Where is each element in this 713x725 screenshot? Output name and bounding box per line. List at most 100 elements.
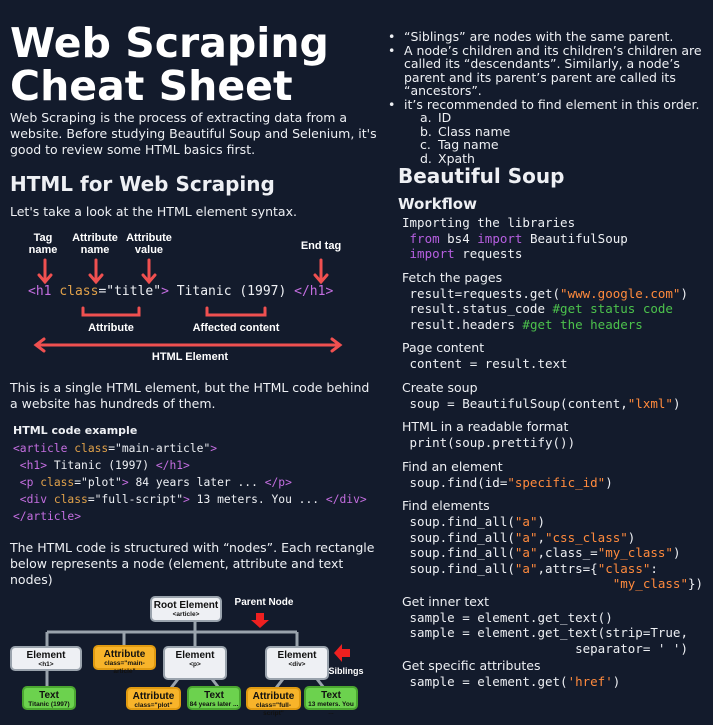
code-example-title: HTML code example [13, 424, 138, 437]
code-token: <h1> [13, 459, 48, 472]
code-token: soup.find_all( [402, 545, 515, 560]
code-token: soup = BeautifulSoup(content, [402, 395, 628, 411]
code-token: </div> [325, 493, 367, 506]
code-token: print(soup.prettify()) [402, 435, 576, 450]
code-token: sample = element.get( [402, 674, 568, 689]
code-token: result=requests.get( [402, 285, 561, 301]
code-token: <div [13, 493, 54, 506]
syntax-code: <h1 class="title"> Titanic (1997) </h1> [28, 284, 333, 299]
workflow-section: Get specific attributes sample = element… [402, 658, 713, 690]
code-token: </h1> [155, 459, 190, 472]
note-item: it’s recommended to find element in this… [386, 97, 706, 166]
workflow-section: Page content content = result.text [402, 340, 713, 372]
code-token: class [40, 476, 75, 489]
workflow-section: Get inner text sample = element.get_text… [402, 594, 713, 657]
code-token: 'href' [567, 674, 613, 689]
code-token: "class" [597, 560, 651, 576]
order-marker: a. [420, 110, 432, 125]
code-token: BeautifulSoup [529, 230, 628, 246]
code-token: </article> [13, 510, 82, 523]
code-token: ) [537, 514, 545, 529]
code-token: "specific_id" [507, 474, 606, 490]
code-token: "www.google.com" [560, 285, 681, 301]
code-token: Titanic (1997) [176, 284, 295, 299]
code-token: </h1> [294, 284, 334, 299]
html-section-heading: HTML for Web Scraping [10, 172, 275, 196]
code-token: Titanic (1997) [47, 459, 156, 472]
order-marker: d. [420, 150, 432, 166]
syntax-arrows [33, 258, 343, 353]
code-token: ) [672, 395, 681, 411]
code-token: "a" [514, 514, 538, 529]
order-label: Tag name [438, 137, 499, 152]
code-token: ) [605, 474, 613, 490]
code-line: result.status_code #get status code [402, 301, 713, 317]
workflow-section: Create soup soup = BeautifulSoup(content… [402, 380, 713, 412]
label-tag-name: Tag name [28, 232, 58, 256]
order-marker: b. [420, 123, 432, 139]
code-token: "css_class" [545, 529, 628, 545]
code-token: "my_class" [597, 545, 673, 560]
section-title: Find an element [402, 458, 503, 474]
label-attribute: Attribute [88, 322, 134, 334]
note-item: A node’s children and its children’s chi… [386, 43, 706, 98]
workflow-section: Fetch the pages result=requests.get("www… [402, 270, 713, 333]
code-line: <article class="main-article"> [13, 440, 367, 457]
code-token: #get the headers [522, 316, 643, 332]
workflow-section: Importing the libraries from bs4 import … [402, 215, 713, 262]
label-attr-value: Attribute value [126, 232, 172, 256]
nodes-para: The HTML code is structured with “nodes”… [10, 540, 375, 587]
code-token: import [477, 230, 530, 246]
code-token: soup.find_all( [402, 560, 515, 576]
code-token: "a" [514, 560, 538, 576]
code-token: ,class_= [537, 545, 598, 560]
section-title: HTML in a readable format [402, 419, 569, 434]
code-token: result.headers [402, 316, 523, 332]
section-title: Get specific attributes [402, 658, 541, 673]
code-token: ) [672, 545, 681, 560]
code-line: </article> [13, 508, 367, 525]
workflow-section: HTML in a readable format print(soup.pre… [402, 419, 713, 451]
code-token: soup.find_all( [402, 529, 515, 545]
code-token: 13 meters. You ... [189, 493, 326, 506]
code-token: "a" [514, 545, 538, 560]
parent-arrow-icon [251, 613, 269, 628]
node-root: Root Element<article> [150, 596, 222, 622]
code-token: ,attrs={ [537, 560, 598, 576]
code-token: ) [680, 285, 688, 301]
code-line: sample = element.get_text() [402, 610, 713, 626]
code-token: : [650, 560, 658, 576]
code-token: <h1 [28, 284, 60, 299]
code-token: soup.find_all( [402, 514, 515, 529]
code-token: separator= ' ') [402, 640, 688, 656]
section-title: Find elements [402, 498, 490, 513]
code-token: ="main-article" [108, 442, 211, 455]
code-token: sample = element.get_text(strip=True, [402, 625, 688, 640]
code-token: "a" [514, 529, 538, 545]
workflow-section: Find elements soup.find_all("a") soup.fi… [402, 498, 713, 592]
code-token: import [402, 246, 463, 261]
order-item: a.ID [420, 111, 706, 125]
label-siblings: Siblings [328, 666, 364, 676]
html-lead: Let's take a look at the HTML element sy… [10, 204, 297, 219]
code-line: separator= ' ') [402, 641, 713, 657]
code-line: from bs4 import BeautifulSoup [402, 231, 713, 247]
code-line: sample = element.get('href') [402, 674, 713, 690]
single-element-para: This is a single HTML element, but the H… [10, 380, 370, 411]
label-end-tag: End tag [300, 240, 342, 252]
code-token: ) [627, 529, 636, 545]
code-line: soup.find_all("a",class_="my_class") [402, 545, 713, 561]
code-line: soup.find_all("a","css_class") [402, 530, 713, 546]
label-parent-node: Parent Node [234, 597, 294, 608]
code-line: sample = element.get_text(strip=True, [402, 625, 713, 641]
code-line: import requests [402, 246, 713, 262]
code-token: sample = element.get_text() [402, 609, 613, 625]
code-token: ="plot" [74, 476, 122, 489]
note-item: “Siblings” are nodes with the same paren… [386, 30, 706, 44]
code-line: content = result.text [402, 356, 713, 372]
label-affected-content: Affected content [192, 322, 280, 334]
